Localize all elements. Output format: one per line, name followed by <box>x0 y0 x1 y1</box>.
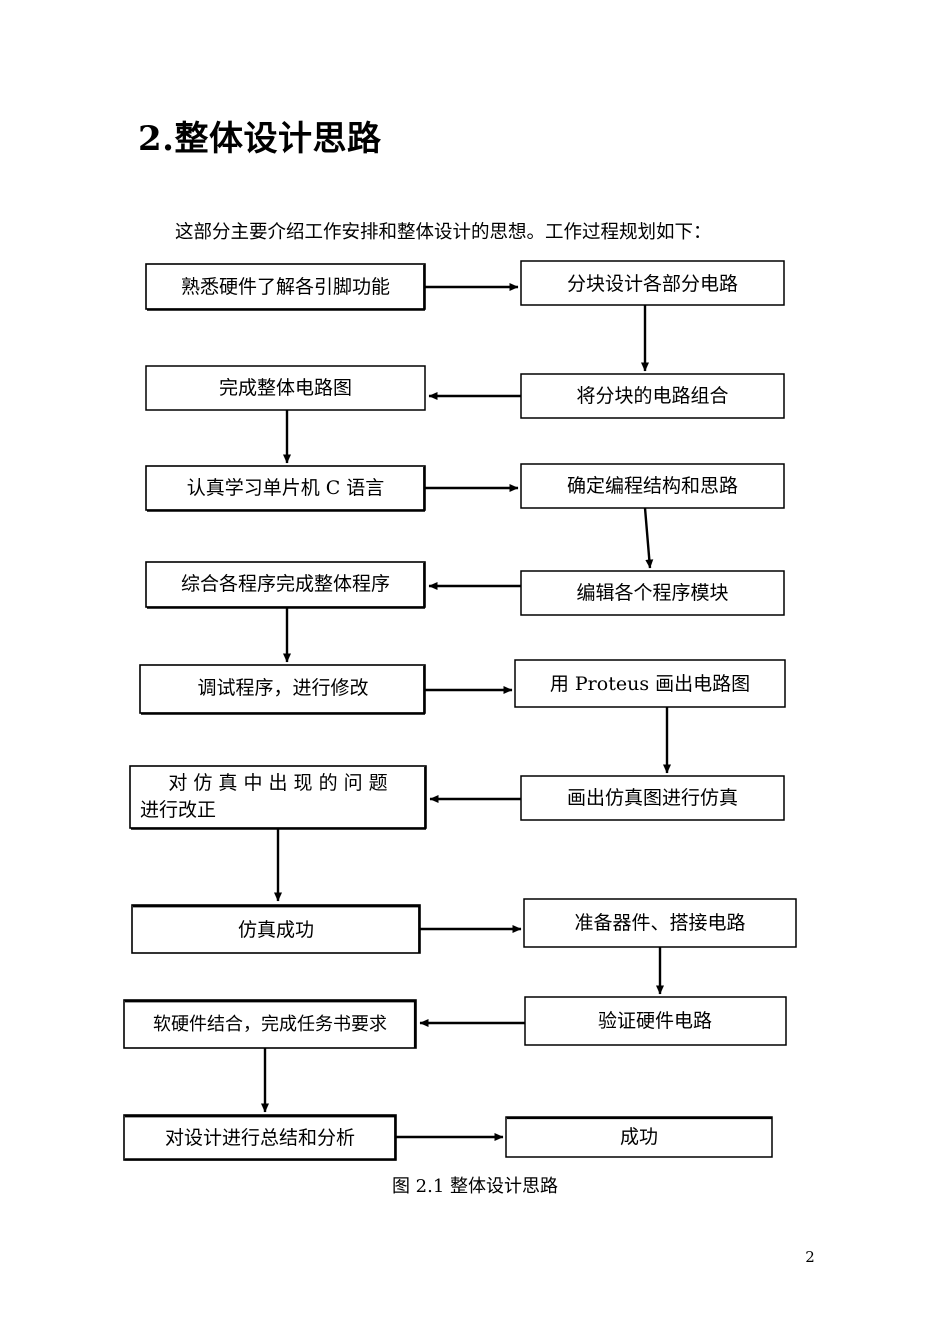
node-label-line2: 进行改正 <box>140 799 216 821</box>
node-n1: 熟悉硬件了解各引脚功能 <box>145 263 426 311</box>
node-n7: 编辑各个程序模块 <box>520 570 785 616</box>
node-label: 分块设计各部分电路 <box>567 273 738 295</box>
node-label: 对设计进行总结和分析 <box>165 1127 355 1149</box>
node-label: 仿真成功 <box>238 919 314 941</box>
node-n5: 认真学习单片机 C 语言 <box>145 465 426 512</box>
node-label-line1: 对 仿 真 中 出 现 的 问 题 <box>168 772 387 794</box>
node-label: 准备器件、搭接电路 <box>574 912 745 934</box>
node-label: 用 Proteus 画出电路图 <box>550 673 750 695</box>
node-n11: 画出仿真图进行仿真 <box>520 775 785 821</box>
node-n15: 验证硬件电路 <box>524 996 787 1046</box>
node-n14: 准备器件、搭接电路 <box>523 898 797 948</box>
node-n6: 确定编程结构和思路 <box>520 463 785 509</box>
node-n17: 对设计进行总结和分析 <box>123 1114 397 1161</box>
node-label: 验证硬件电路 <box>598 1010 712 1032</box>
node-label: 成功 <box>620 1126 658 1148</box>
node-label: 综合各程序完成整体程序 <box>181 573 390 595</box>
node-n12: 对 仿 真 中 出 现 的 问 题 进行改正 <box>129 765 427 830</box>
node-n18: 成功 <box>505 1116 773 1158</box>
node-label: 认真学习单片机 C 语言 <box>187 477 385 499</box>
node-n3: 将分块的电路组合 <box>520 373 785 419</box>
node-n9: 调试程序，进行修改 <box>139 664 426 715</box>
node-label: 画出仿真图进行仿真 <box>567 787 738 809</box>
node-n10: 用 Proteus 画出电路图 <box>514 659 786 708</box>
node-label: 熟悉硬件了解各引脚功能 <box>181 276 390 298</box>
node-label: 编辑各个程序模块 <box>576 582 728 604</box>
node-label: 调试程序，进行修改 <box>197 677 368 699</box>
node-n8: 综合各程序完成整体程序 <box>145 561 426 609</box>
page-title: 2.整体设计思路 <box>138 118 382 159</box>
node-n4: 完成整体电路图 <box>145 365 426 411</box>
node-label: 完成整体电路图 <box>219 377 352 399</box>
node-n2: 分块设计各部分电路 <box>520 260 785 306</box>
node-n13: 仿真成功 <box>131 904 421 954</box>
edge-n6-n7 <box>643 507 654 569</box>
page-number: 2 <box>805 1248 815 1266</box>
node-label: 确定编程结构和思路 <box>567 475 738 497</box>
node-n16: 软硬件结合，完成任务书要求 <box>123 999 417 1049</box>
figure-caption: 图 2.1 整体设计思路 <box>391 1176 559 1197</box>
node-label: 将分块的电路组合 <box>576 385 728 407</box>
node-label: 软硬件结合，完成任务书要求 <box>153 1014 387 1035</box>
intro-paragraph: 这部分主要介绍工作安排和整体设计的思想。工作过程规划如下： <box>175 221 712 243</box>
